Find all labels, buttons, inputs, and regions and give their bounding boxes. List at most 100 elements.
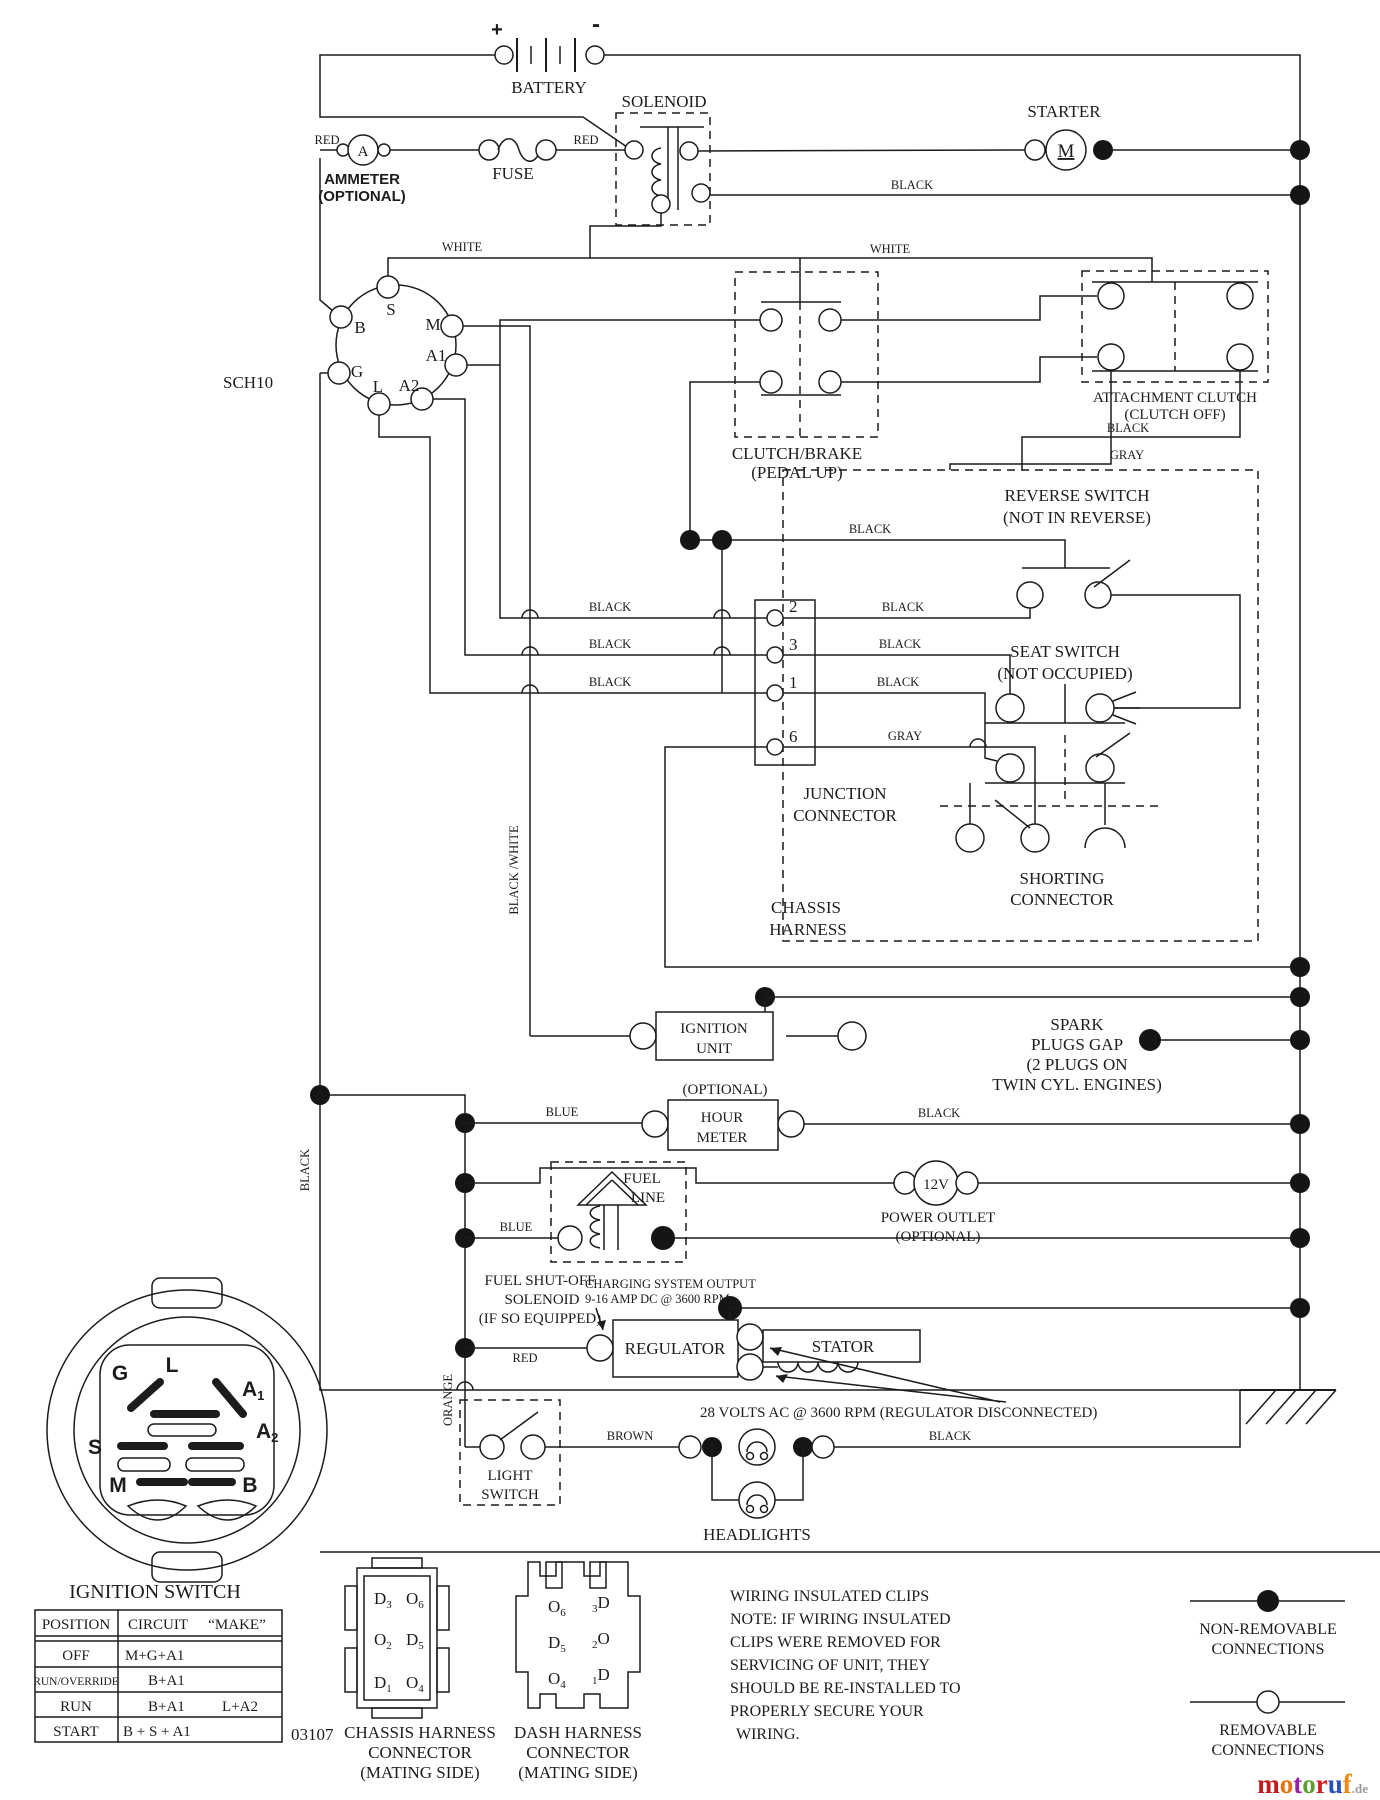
- chassis-pin-o4: O4: [406, 1673, 424, 1695]
- detail-terminal-a1: A1: [242, 1378, 264, 1403]
- clips-note-line1: NOTE: IF WIRING INSULATED: [730, 1611, 951, 1628]
- arrowhead: [770, 1347, 782, 1356]
- outlet-symbol: 12V: [923, 1177, 949, 1193]
- left-bus-upper: [319, 158, 334, 312]
- junction-pin-6: 6: [789, 727, 798, 746]
- hour-meter-label2: METER: [697, 1130, 748, 1146]
- dash-pin-d5: D5: [548, 1633, 566, 1655]
- shorting-connector-label2: CONNECTOR: [1010, 890, 1114, 909]
- stator-coil: [763, 1361, 859, 1373]
- dash-pin-1d: 1D: [592, 1665, 610, 1687]
- starter: STARTER M BLACK: [697, 102, 1310, 205]
- spark-plugs-label: SPARK: [1050, 1015, 1104, 1034]
- attachment-clutch-label: ATTACHMENT CLUTCH: [1093, 390, 1257, 406]
- ammeter: RED A AMMETER (OPTIONAL): [315, 133, 480, 205]
- clips-note-line5: PROPERLY SECURE YOUR: [730, 1703, 924, 1720]
- wire-label-black: BLACK: [589, 600, 631, 614]
- chassis-connector-label: CHASSIS HARNESS: [344, 1723, 496, 1742]
- wire-label-blue: BLUE: [546, 1105, 579, 1119]
- wire-label-black: BLACK: [879, 637, 921, 651]
- chassis-harness-label2: HARNESS: [769, 920, 846, 939]
- detail-terminal-g: G: [112, 1362, 128, 1385]
- junction-dot: [680, 530, 700, 550]
- ignition-unit-box: [655, 1011, 774, 1061]
- ammeter-symbol: A: [358, 144, 369, 160]
- ammeter-optional: (OPTIONAL): [318, 188, 406, 205]
- clutch-brake-label: CLUTCH/BRAKE: [732, 444, 862, 463]
- power-outlet-label: POWER OUTLET: [881, 1210, 996, 1226]
- switch-blade: [994, 799, 1031, 829]
- arrowhead: [597, 1320, 606, 1330]
- ignition-unit-label: IGNITION: [680, 1021, 748, 1037]
- wire-label-black: BLACK: [877, 675, 919, 689]
- table-row-run-circuit2: L+A2: [222, 1699, 258, 1715]
- switch-blade: [1095, 732, 1131, 758]
- power-outlet: 12V POWER OUTLET (OPTIONAL): [455, 1160, 1310, 1245]
- wire-label-brown: BROWN: [607, 1429, 654, 1443]
- ignition-switch-rotary: SCH10 S B M A1 G L A2: [223, 275, 468, 416]
- headlights-label: HEADLIGHTS: [703, 1525, 811, 1544]
- clutch-brake-box: [734, 271, 879, 438]
- wire-label-orange: ORANGE: [441, 1374, 455, 1426]
- wire-label-white: WHITE: [442, 240, 483, 254]
- battery-label: BATTERY: [511, 78, 587, 97]
- bus-junction-dot: [310, 1085, 330, 1105]
- chassis-pin-o2: O2: [374, 1630, 392, 1652]
- starter-motor-circle: [1045, 129, 1087, 171]
- chassis-harness-connector: D3 O6 O2 D5 D1 O4 CHASSIS HARNESS CONNEC…: [344, 1557, 496, 1782]
- chassis-pin-d1: D1: [374, 1673, 392, 1695]
- wire-label-black-rotated: BLACK: [298, 1149, 312, 1191]
- legend-removable: REMOVABLE: [1219, 1722, 1317, 1739]
- non-removable-connection-dot: [1093, 140, 1113, 160]
- terminal-g-label: G: [351, 362, 363, 381]
- chassis-connector-label3: (MATING SIDE): [360, 1763, 479, 1782]
- table-row-off-circuit: M+G+A1: [125, 1648, 184, 1664]
- fuel-shutoff-solenoid: FUEL LINE BLUE FUEL SHUT-OFF SOLENOID (I…: [455, 1161, 1310, 1327]
- fuse: FUSE RED: [478, 133, 626, 183]
- dash-connector-outline: [515, 1561, 641, 1709]
- chassis-harness-region: CHASSIS HARNESS: [769, 469, 1259, 942]
- table-row-start: START: [53, 1724, 98, 1740]
- bus-junction-dot: [1290, 1298, 1310, 1318]
- wire-label-black: BLACK: [849, 522, 891, 536]
- bus-junction-dot: [1290, 1228, 1310, 1248]
- reverse-to-seat-wire: [1111, 594, 1241, 709]
- table-row-start-circuit: B + S + A1: [123, 1724, 191, 1740]
- solenoid: SOLENOID: [615, 92, 711, 226]
- ignition-unit-label2: UNIT: [696, 1041, 732, 1057]
- clutch-brake-switch: CLUTCH/BRAKE (PEDAL UP): [499, 271, 1097, 540]
- white-wires: WHITE WHITE: [387, 213, 1153, 302]
- starter-label: STARTER: [1027, 102, 1101, 121]
- charging-note-line1: CHARGING SYSTEM OUTPUT: [585, 1277, 756, 1291]
- non-removable-symbol: [1257, 1590, 1279, 1612]
- light-switch-label2: SWITCH: [481, 1487, 539, 1503]
- chassis-pin-o6: O6: [406, 1589, 424, 1611]
- shorting-connector: SHORTING CONNECTOR: [940, 783, 1160, 909]
- magneto-kill-wire: [463, 325, 531, 1036]
- clutch-brake-sub: (PEDAL UP): [751, 463, 842, 482]
- arrowhead: [776, 1374, 788, 1383]
- battery-positive-wire: [319, 54, 628, 148]
- spark-plugs-label2: PLUGS GAP: [1031, 1035, 1123, 1054]
- starter-symbol: M: [1058, 141, 1075, 162]
- table-row-off: OFF: [62, 1648, 90, 1664]
- logo-text: motoruf.de: [1257, 1769, 1368, 1799]
- table-row-runoverride-circuit: B+A1: [148, 1673, 185, 1689]
- solenoid-terminal: [624, 140, 644, 160]
- reverse-switch-label: REVERSE SWITCH: [1005, 486, 1150, 505]
- hour-meter-optional: (OPTIONAL): [683, 1082, 768, 1098]
- fuel-shutoff-label3: (IF SO EQUIPPED): [479, 1311, 602, 1327]
- reverse-switch-sub: (NOT IN REVERSE): [1003, 508, 1151, 527]
- detail-terminal-b: B: [242, 1474, 257, 1497]
- detail-terminal-a2: A2: [256, 1420, 278, 1445]
- wire-label-black: BLACK: [1107, 421, 1149, 435]
- detail-terminal-m: M: [109, 1474, 127, 1497]
- motoruf-logo: motoruf.de: [1257, 1769, 1368, 1799]
- pin3-wire: [783, 654, 1011, 694]
- clips-note-line4: SHOULD BE RE-INSTALLED TO: [730, 1680, 961, 1697]
- wire-label-red: RED: [315, 133, 340, 147]
- detail-terminal-s: S: [88, 1436, 102, 1459]
- charging-note-line2: 9-16 AMP DC @ 3600 RPM: [585, 1292, 730, 1306]
- terminal-b: [329, 305, 353, 329]
